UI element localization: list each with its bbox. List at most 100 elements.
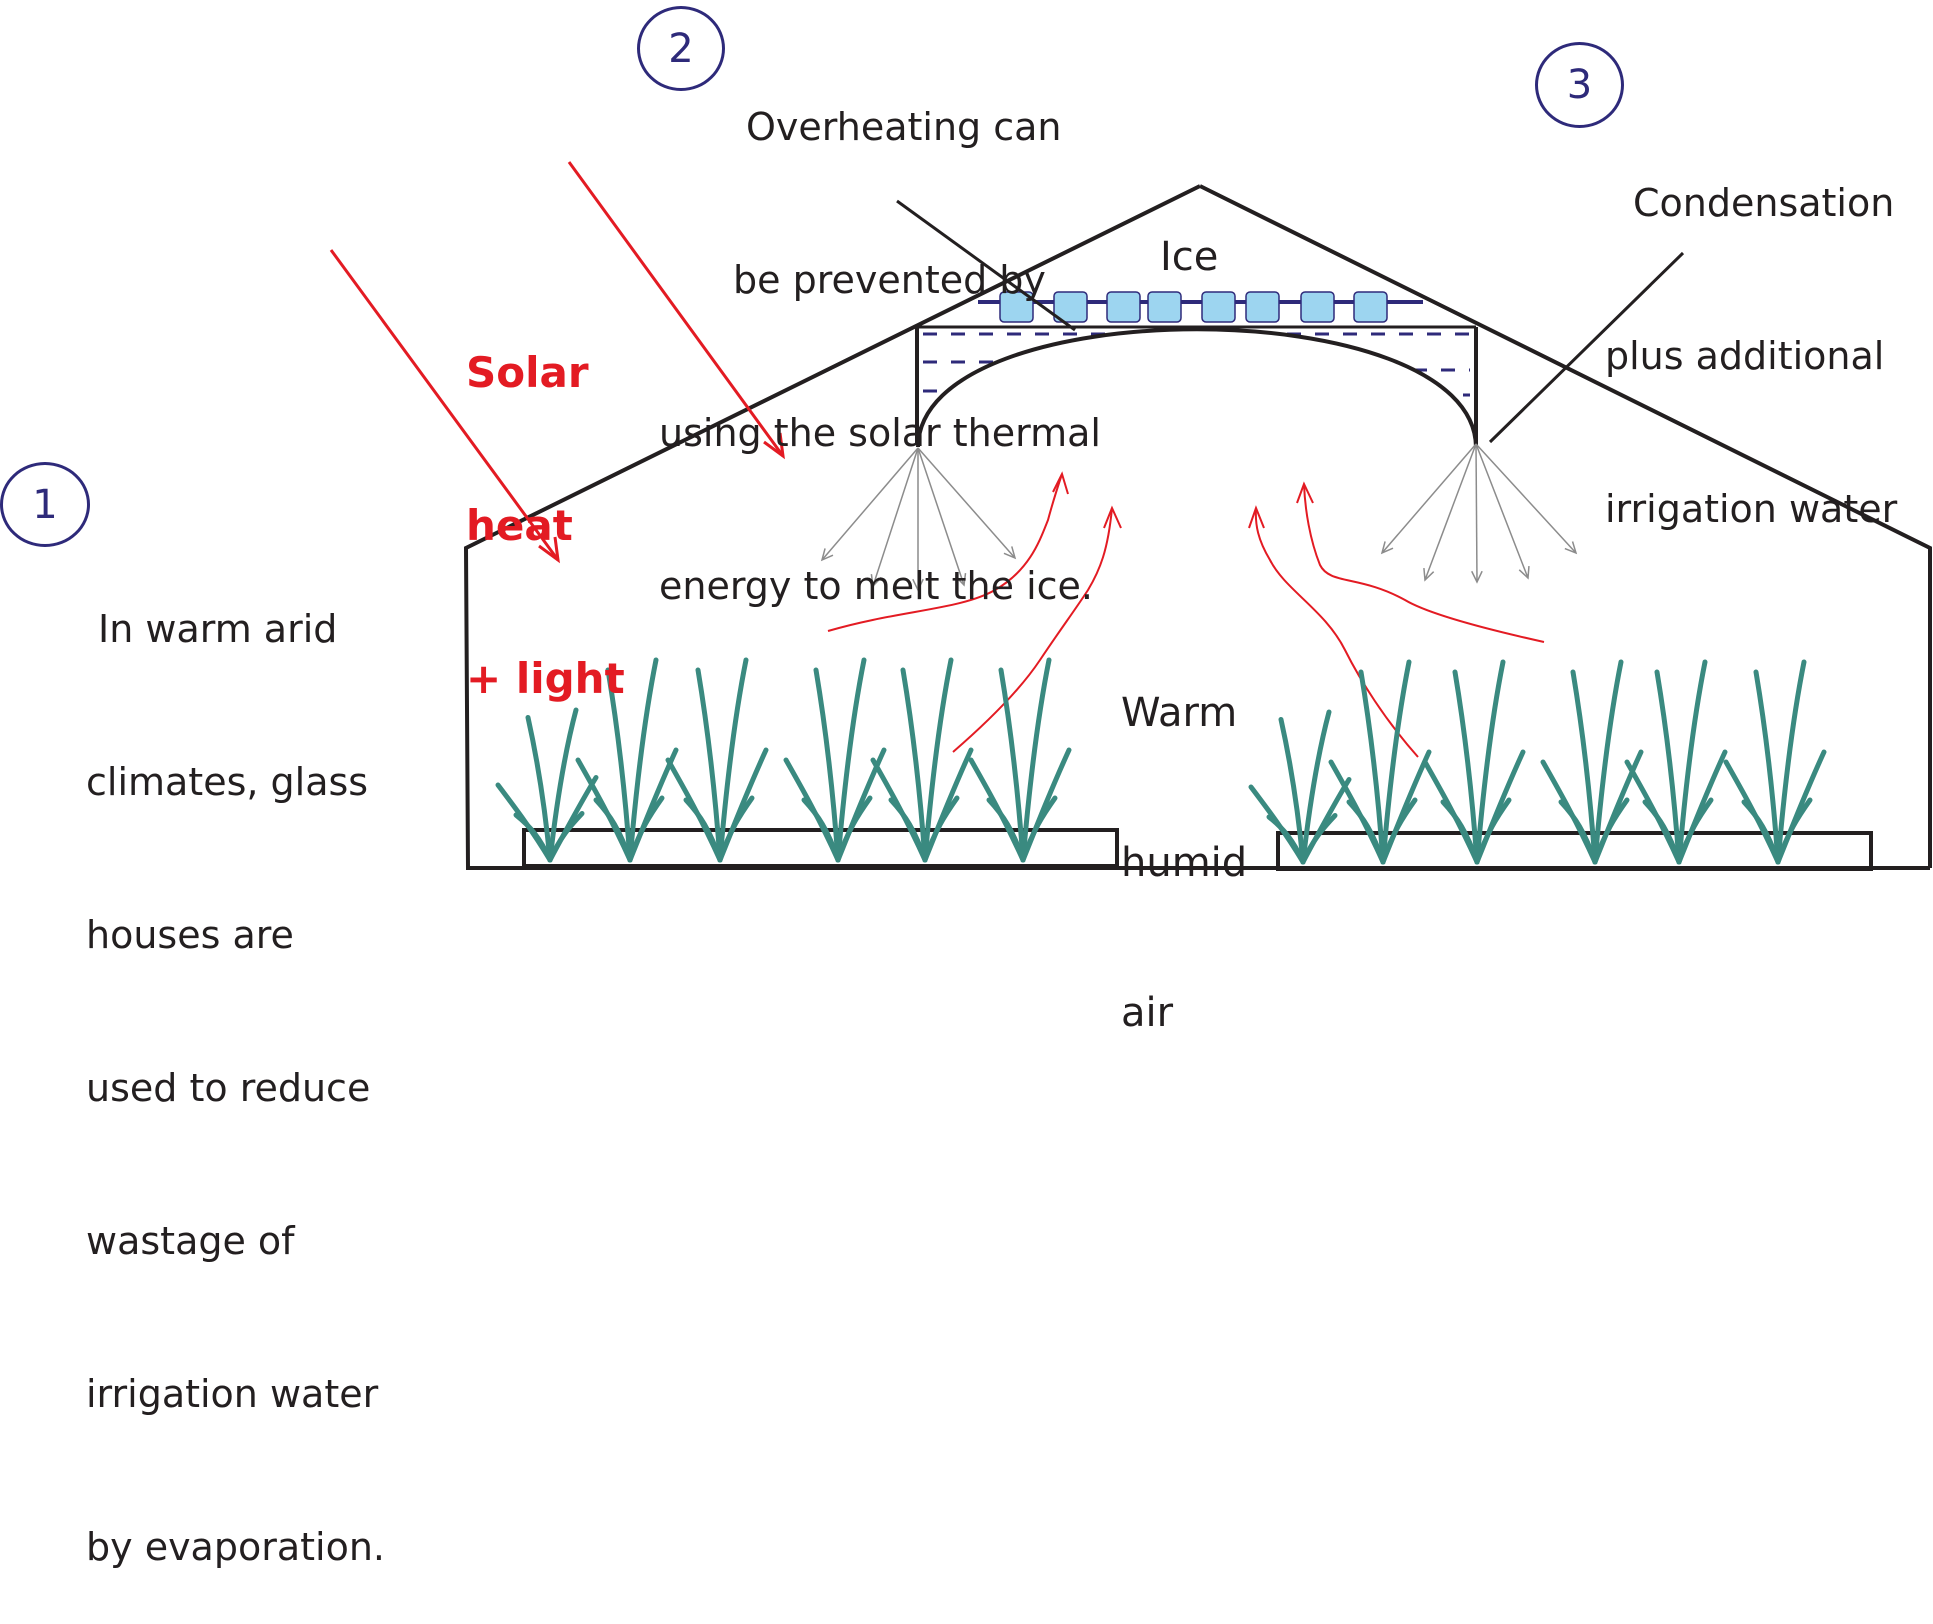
plant-leaf — [695, 667, 723, 863]
plant — [1422, 659, 1526, 865]
spray-line — [1475, 443, 1478, 583]
callout-3-leader — [1488, 251, 1685, 444]
plant-leaf — [1300, 709, 1332, 865]
humid-air-arrows — [827, 471, 1545, 758]
air-arrow-3-head — [1248, 505, 1265, 529]
air-arrow-1 — [827, 473, 1063, 632]
planter-box-left — [522, 828, 1119, 868]
spray-arrowhead — [820, 548, 834, 562]
ice-block — [1201, 291, 1236, 323]
plant-leaf — [717, 795, 755, 863]
plant-leaf — [1474, 659, 1506, 865]
plant — [665, 657, 769, 863]
ice-block — [1353, 291, 1388, 323]
plant — [1248, 709, 1352, 865]
callout-3-line: irrigation water — [1605, 487, 1898, 531]
air-label-line: humid — [1121, 840, 1248, 886]
ice-block — [1106, 291, 1141, 323]
plant-leaf — [1452, 669, 1480, 865]
callout-2-number: 2 — [668, 25, 694, 72]
plant-leaf — [1775, 797, 1813, 865]
plant-leaf — [1775, 659, 1807, 865]
condensation-dome — [916, 327, 1478, 448]
plant — [783, 657, 887, 863]
plant — [495, 707, 599, 863]
spray-line — [1381, 443, 1477, 554]
spray-arrowhead — [1380, 541, 1394, 555]
air-label-line: air — [1121, 990, 1174, 1036]
callout-3-text: Condensation plus additional irrigation … — [1605, 76, 1897, 586]
plant-leaf — [1266, 814, 1306, 865]
callout-2-line: energy to melt the ice. — [659, 564, 1093, 608]
plant-leaf — [835, 657, 867, 863]
ice-block — [1053, 291, 1088, 323]
callout-3-number-circle: 3 — [1535, 42, 1624, 128]
callout-3-line: plus additional — [1605, 334, 1885, 378]
spray-arrowhead — [1423, 567, 1435, 582]
plant-leaf — [1300, 813, 1338, 865]
callout-3-number: 3 — [1566, 62, 1593, 108]
plant-leaf — [922, 795, 960, 863]
plant-leaf — [1676, 659, 1708, 865]
air-arrow-2 — [952, 507, 1113, 753]
spray-line — [917, 447, 965, 586]
ice-block — [1300, 291, 1335, 323]
spray-arrowhead — [955, 573, 967, 587]
greenhouse-diagram — [329, 161, 1932, 871]
plant-leaf — [547, 811, 585, 863]
callout-2-line: using the solar thermal — [659, 411, 1101, 455]
spray-arrowhead — [1564, 541, 1578, 555]
plant-leaf — [605, 667, 633, 863]
plant-leaf — [627, 657, 659, 863]
plant — [1328, 659, 1432, 865]
plant-leaf — [1558, 799, 1598, 865]
solar-label-line: heat — [466, 501, 573, 550]
solar-arrow-left — [329, 249, 560, 561]
air-arrow-4-head — [1296, 481, 1314, 504]
spray-line — [821, 447, 919, 561]
plant-leaf — [513, 812, 553, 863]
solar-label-line: Solar — [466, 348, 589, 397]
spray-arrowhead — [1003, 546, 1017, 560]
plant-leaf — [1753, 669, 1781, 865]
air-label-line: Warm — [1121, 690, 1238, 736]
plant-leaf — [1642, 799, 1682, 865]
plant-leaf — [922, 657, 954, 863]
callout-2-text: Overheating can be prevented by using th… — [659, 0, 1101, 663]
ice-chamber — [915, 291, 1478, 448]
plant — [870, 657, 974, 863]
ice-block — [1245, 291, 1280, 323]
spray-line — [872, 447, 919, 587]
plant-leaf — [1380, 797, 1418, 865]
callout-3-line: Condensation — [1633, 181, 1895, 225]
plant-leaf — [683, 797, 723, 863]
solar-label-line: + light — [466, 654, 625, 703]
plant-leaf — [1474, 797, 1512, 865]
callout-2-line: Overheating can — [746, 105, 1062, 149]
callout-1-line: wastage of — [86, 1219, 295, 1263]
ice-label: Ice — [1160, 234, 1219, 280]
ice-block — [1147, 291, 1182, 323]
plant-leaf — [1592, 659, 1624, 865]
solar-heat-label: Solar heat + light — [466, 245, 625, 755]
air-arrow-1-head — [1052, 471, 1069, 495]
plant-leaf — [547, 707, 579, 863]
plant-leaf — [1676, 797, 1714, 865]
spray-line — [1424, 443, 1477, 581]
plant-leaf — [986, 797, 1026, 863]
plant-leaf — [1020, 657, 1052, 863]
callout-1-line: irrigation water — [86, 1372, 379, 1416]
ice-blocks — [999, 291, 1388, 323]
air-arrow-3 — [1254, 507, 1419, 758]
plant-leaf — [1741, 799, 1781, 865]
callout-2-number-circle: 2 — [637, 6, 725, 91]
planter-box-right — [1276, 831, 1873, 871]
ice-block — [999, 291, 1034, 323]
callout-1-line: climates, glass — [86, 760, 369, 804]
plant — [1624, 659, 1728, 865]
plant-leaf — [1592, 797, 1630, 865]
callout-2-leader — [896, 199, 1076, 332]
air-arrow-4 — [1303, 483, 1545, 643]
plant-leaf — [998, 667, 1026, 863]
spray-arrowhead — [1518, 565, 1530, 580]
